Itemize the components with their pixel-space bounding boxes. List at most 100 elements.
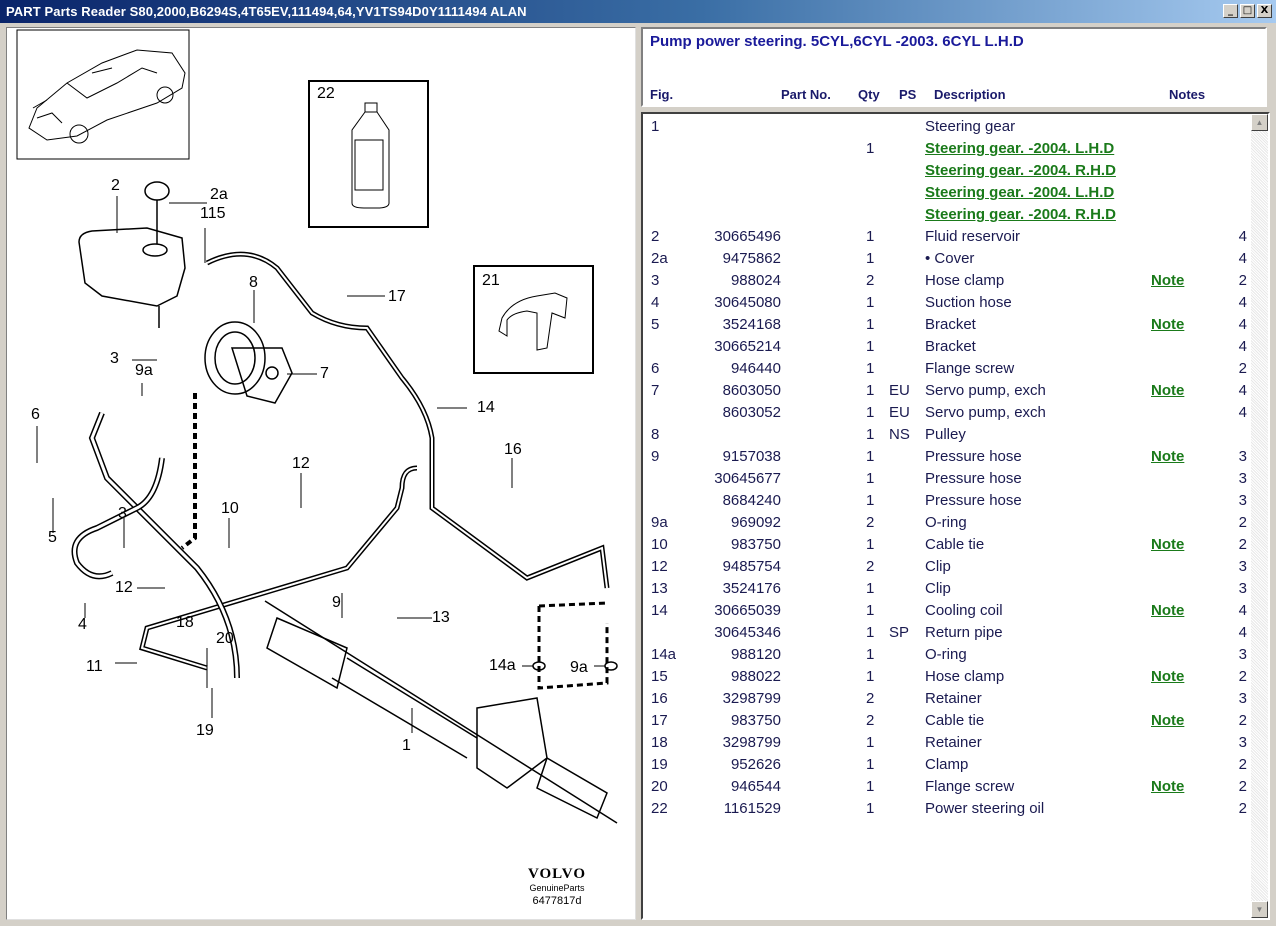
note-link[interactable]: Note [1151,448,1185,465]
callout-4[interactable]: 4 [78,616,87,633]
qty-cell: 2 [866,272,875,289]
maximize-button[interactable]: □ [1240,4,1255,18]
callout-18[interactable]: 18 [176,614,194,631]
callout-19[interactable]: 19 [196,722,214,739]
scroll-down-button[interactable]: ▼ [1251,901,1268,918]
callout-14a[interactable]: 14a [489,657,516,674]
part-no-cell: 9485754 [722,558,781,575]
col-qty[interactable]: Qty [858,87,880,102]
qty-cell: 1 [866,294,875,311]
variant-link[interactable]: Steering gear. -2004. L.H.D [925,184,1115,201]
ps-cell: EU [889,404,910,421]
callout-11[interactable]: 11 [86,658,103,675]
note-link[interactable]: Note [1151,712,1185,729]
callout-20[interactable]: 20 [216,630,234,647]
callout-9[interactable]: 9 [332,594,341,611]
table-row[interactable]: Steering gear. -2004. R.H.D [643,160,1251,182]
col-notes[interactable]: Notes [1169,87,1206,102]
note-link[interactable]: Note [1151,778,1185,795]
callout-17[interactable]: 17 [388,288,406,305]
vertical-scrollbar[interactable]: ▲ ▼ [1251,114,1268,918]
callout-3b[interactable]: 3 [118,505,127,522]
table-row[interactable]: Steering gear. -2004. L.H.D [643,182,1251,204]
callout-16[interactable]: 16 [504,441,522,458]
description-cell: Pressure hose [925,448,1022,465]
description-cell: Fluid reservoir [925,228,1021,245]
callout-6[interactable]: 6 [31,406,40,423]
callout-15[interactable]: 115 [200,205,226,222]
brand-sub: GenuineParts [529,883,585,893]
callout-2[interactable]: 2 [111,177,120,194]
variant-link[interactable]: Steering gear. -2004. L.H.D [925,140,1115,157]
table-row[interactable]: Steering gear. -2004. R.H.D [643,204,1251,226]
note-link[interactable]: Note [1151,536,1185,553]
callout-1[interactable]: 1 [402,737,411,754]
callout-9a[interactable]: 9a [135,362,153,379]
col-ps[interactable]: PS [899,87,917,102]
qty-cell: 1 [866,536,875,553]
note-link[interactable]: Note [1151,602,1185,619]
callout-12b[interactable]: 12 [115,579,133,596]
qty-cell: 1 [866,624,875,641]
callout-10[interactable]: 10 [221,500,239,517]
part-no-cell: 9475862 [722,250,781,267]
minimize-button[interactable]: _ [1223,4,1238,18]
callout-7[interactable]: 7 [320,365,329,382]
scroll-up-button[interactable]: ▲ [1251,114,1268,131]
callout-14[interactable]: 14 [477,399,495,416]
col-fig[interactable]: Fig. [650,87,674,102]
callout-9a-b[interactable]: 9a [570,659,588,676]
variant-link[interactable]: Steering gear. -2004. R.H.D [925,206,1116,223]
col-description[interactable]: Description [934,87,1006,102]
callout-13[interactable]: 13 [432,609,450,626]
qty-cell: 1 [866,470,875,487]
car-overview-inset[interactable] [16,29,190,160]
callout-3[interactable]: 3 [110,350,119,367]
callout-8[interactable]: 8 [249,274,258,291]
oil-inset[interactable] [308,80,429,228]
note-link[interactable]: Note [1151,272,1185,289]
callout-2a[interactable]: 2a [210,186,228,203]
close-button[interactable]: X [1257,4,1272,18]
note-link[interactable]: Note [1151,668,1185,685]
note-link[interactable]: Note [1151,316,1185,333]
clip-inset[interactable] [473,265,594,374]
description-cell: Cable tie [925,536,985,553]
fig-cell: 10 [651,536,668,553]
variant-link[interactable]: Steering gear. -2004. R.H.D [925,162,1116,179]
callout-5[interactable]: 5 [48,529,57,546]
col-part-no[interactable]: Part No. [781,87,831,102]
note-link[interactable]: Note [1151,382,1185,399]
fig-cell: 14 [651,602,668,619]
callout-12[interactable]: 12 [292,455,310,472]
